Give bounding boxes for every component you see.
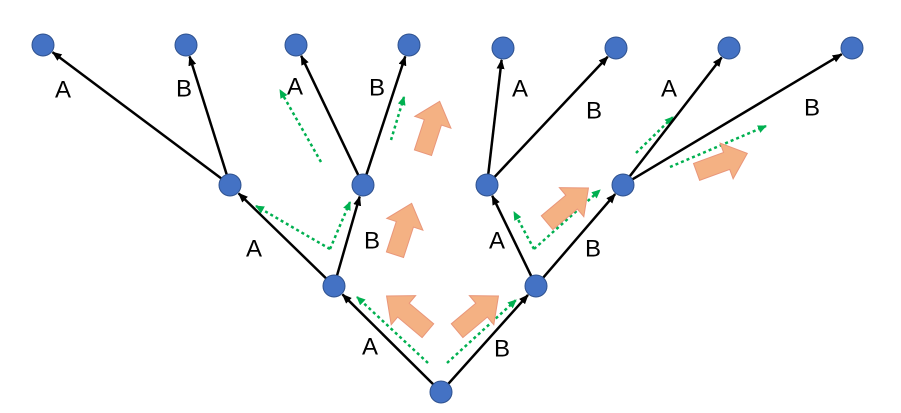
edge-label-n1-n4: B <box>364 227 380 254</box>
green-dotted-arrow <box>255 204 331 251</box>
edge-n6-n13 <box>628 56 723 178</box>
edge-n4-n9 <box>300 54 360 176</box>
edge-label-n3-n8: B <box>176 75 192 102</box>
edge-n6-n14 <box>631 53 843 181</box>
edge-n5-n11 <box>487 58 505 175</box>
edge-n1-n4 <box>335 195 362 276</box>
edge-label-n2-n6: B <box>585 235 601 262</box>
tree-node-n13 <box>717 36 741 60</box>
edge-label-n3-n7: A <box>55 76 71 103</box>
edge-label-n1-n3: A <box>246 235 262 262</box>
tree-node-n14 <box>840 36 864 60</box>
tree-node-n10 <box>397 33 421 57</box>
edge-label-n5-n12: B <box>586 97 602 124</box>
node-layer <box>31 33 864 404</box>
orange-block-arrow <box>413 100 452 157</box>
big-arrow-layer <box>385 100 749 339</box>
green-dotted-arrow <box>512 211 536 250</box>
edge-label-n5-n11: A <box>512 75 528 102</box>
tree-node-n8 <box>174 33 198 57</box>
tree-node-n4 <box>351 173 375 197</box>
edge-label-n0-n1: A <box>362 333 378 360</box>
edge-n1-n3 <box>237 192 327 280</box>
tree-node-n9 <box>284 33 308 57</box>
edge-n2-n5 <box>491 194 533 277</box>
orange-block-arrow <box>385 295 435 339</box>
edge-label-n6-n14: B <box>804 94 820 121</box>
tree-node-n6 <box>611 173 635 197</box>
green-dotted-arrow <box>669 124 767 169</box>
tree-node-n11 <box>491 36 515 60</box>
green-dotted-arrow <box>533 189 601 250</box>
tree-node-n0 <box>429 380 453 404</box>
tree-node-n7 <box>31 33 55 57</box>
edge-n0-n1 <box>341 293 435 386</box>
tree-node-n3 <box>218 173 242 197</box>
edge-n0-n2 <box>447 294 529 385</box>
tree-node-n1 <box>322 274 346 298</box>
orange-block-arrow <box>692 142 749 181</box>
edge-n5-n12 <box>493 55 609 178</box>
edge-layer <box>51 51 843 386</box>
green-dotted-arrow <box>356 296 429 364</box>
tree-node-n2 <box>524 274 548 298</box>
green-dotted-arrow <box>635 116 674 154</box>
orange-block-arrow <box>540 187 590 231</box>
edge-n2-n6 <box>542 193 617 279</box>
green-dotted-arrow <box>328 201 352 250</box>
dotted-arrow-layer <box>255 89 767 364</box>
edge-label-n4-n10: B <box>369 74 385 101</box>
tree-node-n5 <box>475 173 499 197</box>
label-layer: A B A B A B A B A B A B A B <box>55 73 820 362</box>
edge-label-n0-n2: B <box>494 335 510 362</box>
edge-n3-n7 <box>51 51 222 180</box>
edge-n4-n10 <box>365 55 407 175</box>
edge-label-n2-n5: A <box>489 227 505 254</box>
orange-block-arrow <box>385 202 424 259</box>
edge-n3-n8 <box>188 55 228 175</box>
orange-block-arrow <box>450 295 500 339</box>
green-dotted-arrow <box>278 89 323 163</box>
green-dotted-arrow <box>389 96 406 141</box>
tree-node-n12 <box>604 36 628 60</box>
edge-label-n6-n13: A <box>661 75 677 102</box>
edge-label-n4-n9: A <box>287 73 303 100</box>
